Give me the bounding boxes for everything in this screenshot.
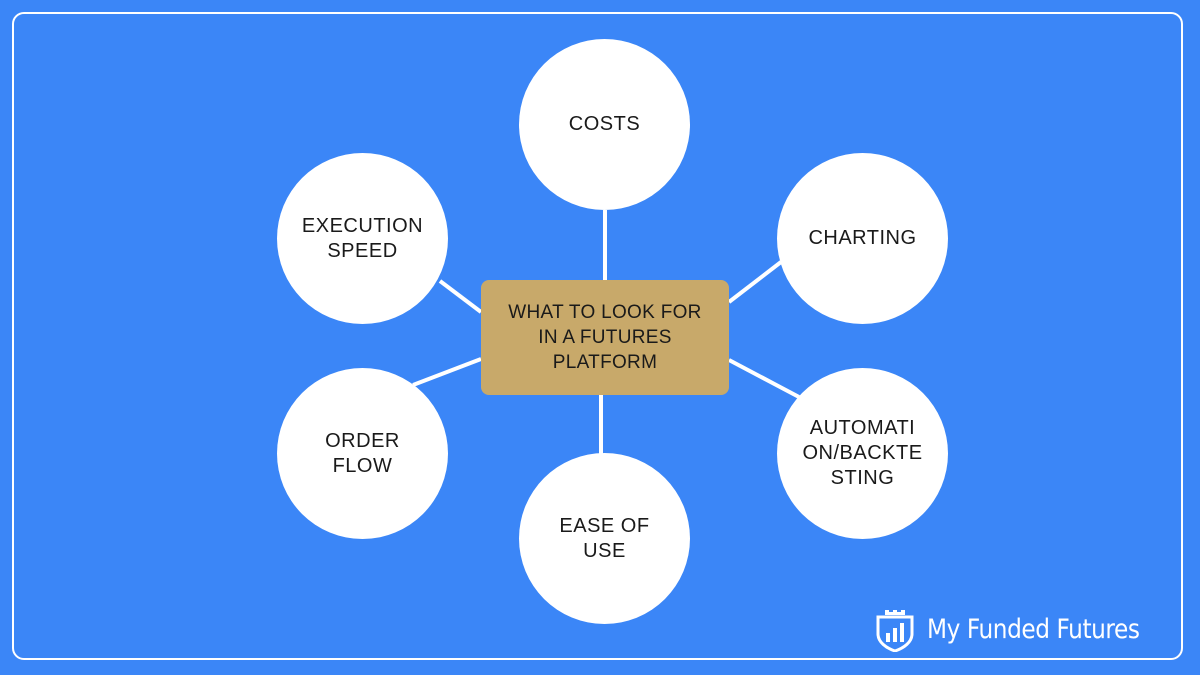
node-label-execution-speed: EXECUTION SPEED: [301, 214, 424, 262]
frame-border: [12, 12, 1183, 660]
node-charting: CHARTING: [777, 153, 948, 324]
node-costs: COSTS: [519, 39, 690, 210]
connector-order-flow: [412, 357, 482, 387]
node-automation: AUTOMATI ON/BACKTE STING: [777, 368, 948, 539]
node-ease-of-use: EASE OF USE: [519, 453, 690, 624]
connector-automation: [728, 358, 800, 399]
shield-chart-icon: [876, 610, 914, 652]
node-order-flow: ORDER FLOW: [277, 368, 448, 539]
center-topic-label: WHAT TO LOOK FOR IN A FUTURES PLATFORM: [508, 302, 702, 373]
center-topic-box: WHAT TO LOOK FOR IN A FUTURES PLATFORM: [481, 280, 729, 395]
node-label-automation: AUTOMATI ON/BACKTE STING: [802, 417, 923, 489]
connector-charting: [727, 260, 783, 304]
node-label-ease-of-use: EASE OF USE: [559, 514, 650, 562]
node-label-order-flow: ORDER FLOW: [325, 429, 400, 477]
brand-name: My Funded Futures: [927, 613, 1140, 645]
node-label-charting: CHARTING: [808, 227, 917, 249]
connector-execution: [438, 279, 483, 314]
node-label-costs: COSTS: [568, 113, 641, 135]
node-execution-speed: EXECUTION SPEED: [277, 153, 448, 324]
brand-watermark: My Funded Futures: [875, 605, 1174, 653]
